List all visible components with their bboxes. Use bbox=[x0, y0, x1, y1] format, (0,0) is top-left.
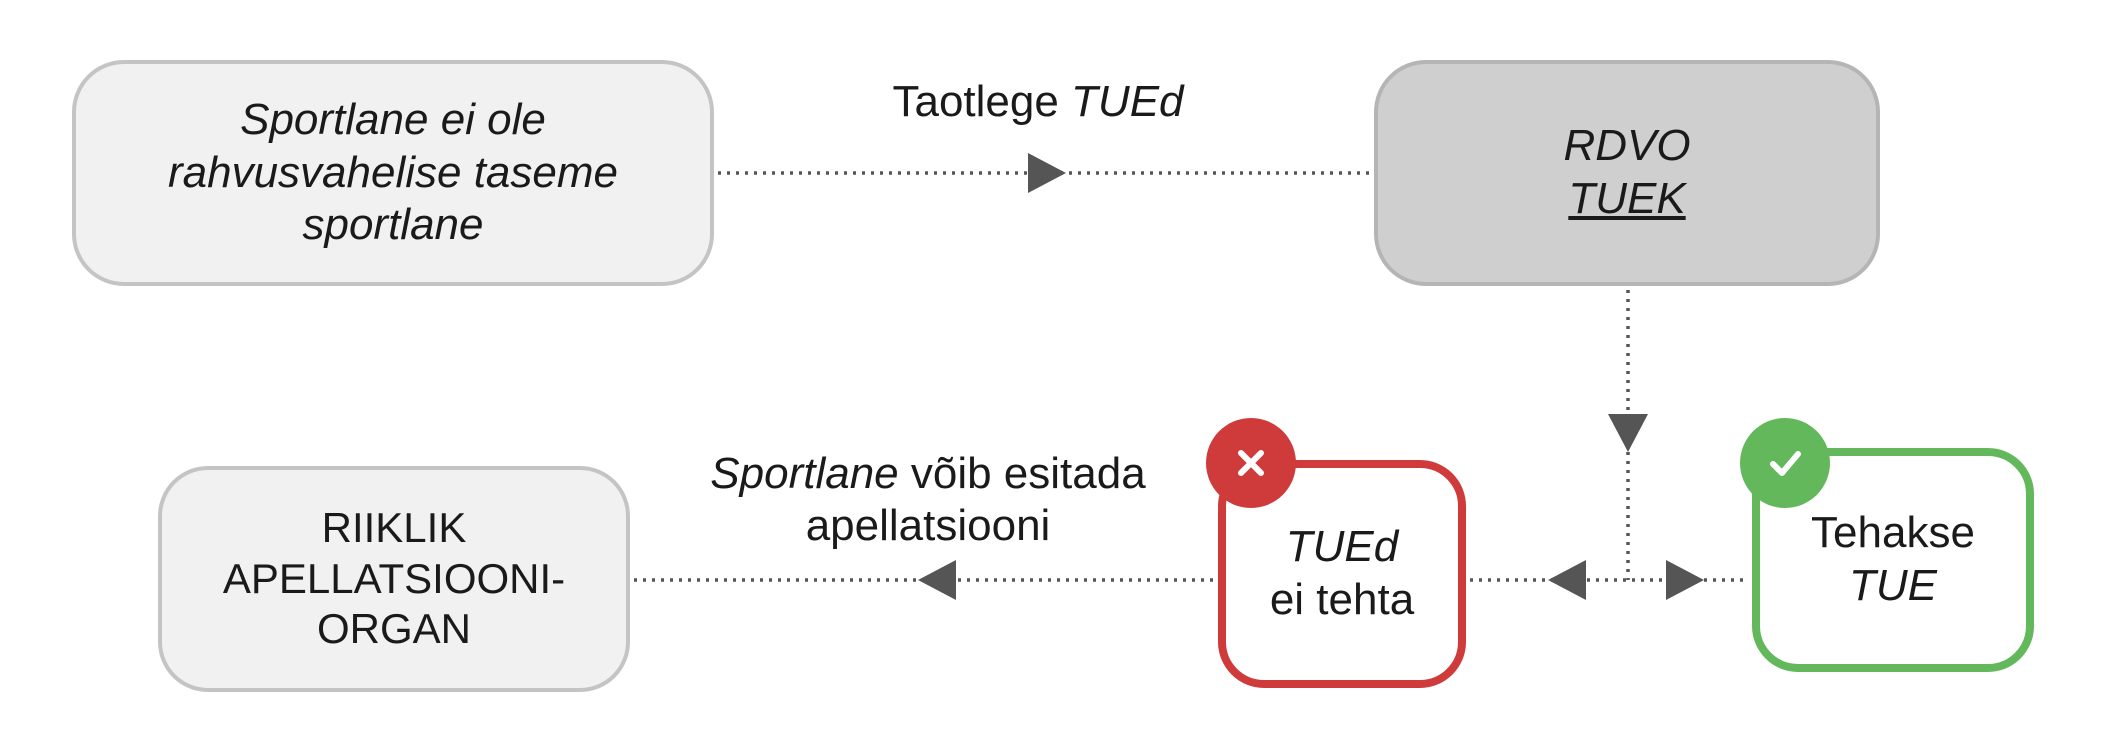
edge-label-appeal-line2: apellatsiooni bbox=[805, 500, 1051, 550]
node-tue-denied-line-1: TUEd bbox=[1285, 522, 1399, 572]
node-rdvo-line-1: RDVO bbox=[1563, 121, 1691, 171]
node-tue-granted: Tehakse TUE bbox=[1752, 448, 2034, 672]
close-icon bbox=[1206, 418, 1296, 508]
node-appeal-line-2: APELLATSIOONI- bbox=[222, 554, 566, 602]
edge-label-appeal-emph: Sportlane bbox=[710, 449, 899, 498]
node-athlete: Sportlane ei ole rahvusvahelise taseme s… bbox=[72, 60, 714, 286]
arrowhead-to-appeal bbox=[918, 560, 956, 600]
edge-label-apply-emph: TUEd bbox=[1071, 77, 1184, 126]
check-icon bbox=[1740, 418, 1830, 508]
arrowhead-to-granted bbox=[1666, 560, 1704, 600]
node-tue-denied: TUEd ei tehta bbox=[1218, 460, 1466, 688]
node-tue-granted-line-1: Tehakse bbox=[1811, 508, 1975, 558]
node-athlete-line-3: sportlane bbox=[302, 200, 484, 250]
node-appeal-body: RIIKLIK APELLATSIOONI- ORGAN bbox=[158, 466, 630, 692]
node-rdvo-line-2: TUEK bbox=[1568, 174, 1686, 223]
edge-label-appeal-line1: Sportlane võib esitada bbox=[668, 448, 1188, 500]
node-appeal-line-1: RIIKLIK bbox=[321, 504, 467, 552]
edge-label-apply-plain: Taotlege bbox=[892, 77, 1072, 126]
node-athlete-line-1: Sportlane ei ole bbox=[240, 94, 546, 144]
arrowhead-to-denied bbox=[1548, 560, 1586, 600]
edge-label-apply: Taotlege TUEd bbox=[858, 76, 1218, 128]
node-tue-granted-line-2: TUE bbox=[1849, 561, 1937, 610]
node-tue-denied-line-2: ei tehta bbox=[1269, 575, 1415, 624]
arrowhead-to-rdvo bbox=[1028, 153, 1066, 193]
node-appeal-line-3: ORGAN bbox=[316, 605, 471, 653]
node-athlete-line-2: rahvusvahelise taseme bbox=[167, 147, 618, 197]
edge-label-appeal-rest: võib esitada bbox=[898, 449, 1146, 498]
node-rdvo: RDVO TUEK bbox=[1374, 60, 1880, 286]
edge-label-appeal: Sportlane võib esitada apellatsiooni bbox=[668, 448, 1188, 552]
arrowhead-down bbox=[1608, 414, 1648, 452]
